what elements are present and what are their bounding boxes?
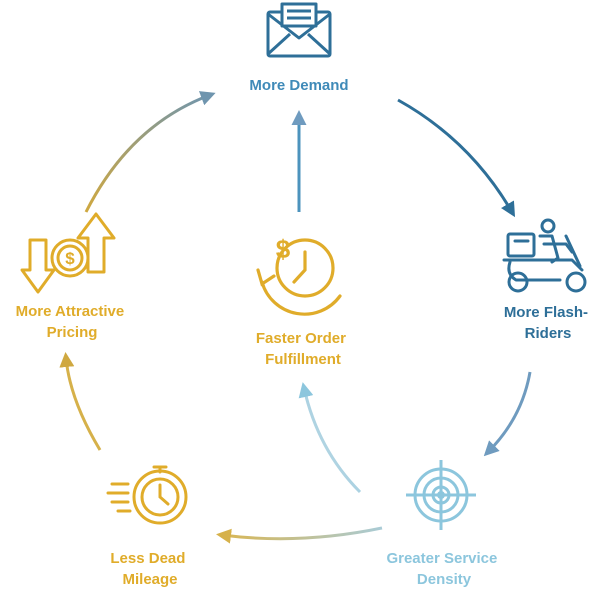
arrow-demand-to-riders [397, 98, 516, 218]
node-label-greater-service-density: Greater Service Density [386, 550, 501, 588]
dollar-symbol: $ [65, 249, 75, 268]
arrow-pricing-to-demand [84, 91, 216, 213]
dollar-coin-arrows-icon [20, 212, 116, 294]
arrow-riders-to-density [483, 371, 532, 457]
node-label-less-dead-mileage: Less Dead Mileage [110, 550, 189, 588]
envelope-icon [266, 2, 332, 58]
delivery-scooter-icon [502, 218, 587, 293]
arrow-mileage-to-pricing [59, 352, 102, 451]
stopwatch-icon [106, 465, 188, 525]
node-label-more-attractive-pricing: More Attractive Pricing [16, 303, 129, 341]
node-label-faster-order-fulfillment: Faster Order Fulfillment [256, 330, 350, 368]
target-icon [406, 460, 476, 530]
node-label-more-demand: More Demand [249, 77, 348, 94]
node-label-more-flash-riders: More Flash- Riders [504, 304, 592, 342]
arrow-density-to-mileage [216, 526, 383, 544]
center-dollar-symbol: $ [276, 234, 291, 264]
dollar-clock-icon [256, 238, 342, 316]
arrow-density-to-center [298, 382, 362, 494]
